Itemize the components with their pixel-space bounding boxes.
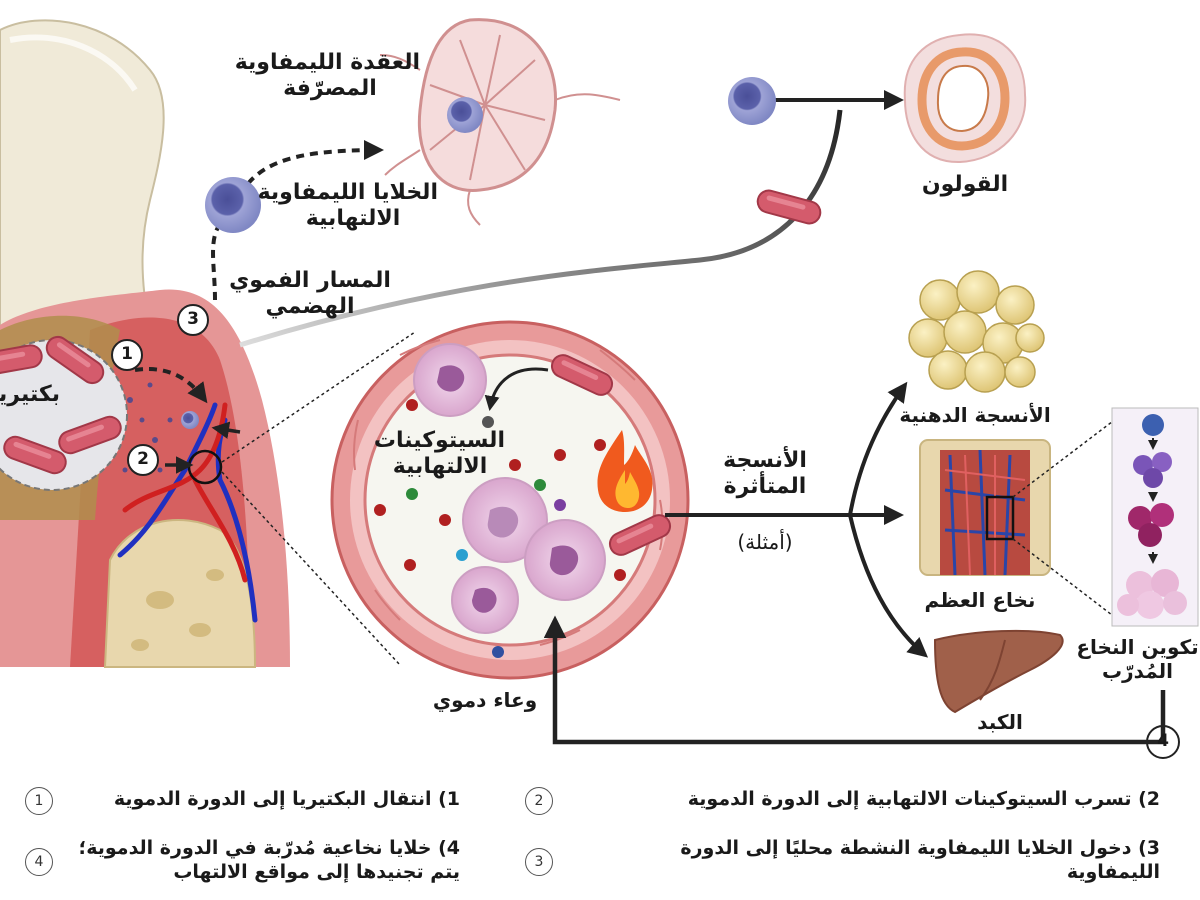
lymphocyte-icon (181, 411, 199, 429)
marker-3-number: 3 (187, 309, 199, 329)
marker-1 (111, 339, 143, 371)
lymph-node-icon (379, 18, 621, 226)
adipose-label: الأنسجة الدهنية (899, 403, 1051, 427)
marker-4-number: 4 (1157, 731, 1169, 751)
bacteria-inset (0, 331, 128, 491)
tooth-icon (0, 19, 165, 331)
legend-1-text: 1) انتقال البكتيريا إلى الدورة الدموية (113, 788, 460, 810)
neutrophil-icon (413, 343, 606, 634)
blood-vessel-label: وعاء دموي (432, 688, 538, 712)
legend-2-text: 2) تسرب السيتوكينات الالتهابية إلى الدور… (687, 788, 1160, 810)
bone-marrow-label: نخاع العظم (924, 588, 1036, 612)
myelopoiesis-icon (1111, 407, 1199, 627)
legend-1-number: 1 (25, 787, 53, 815)
route-arrows (134, 140, 384, 404)
colon-icon (903, 33, 1027, 164)
return-route (543, 615, 1166, 745)
bone-marrow-icon (919, 439, 1051, 576)
examples-label: (أمثلة) (737, 530, 793, 554)
lymphocyte-icon (205, 177, 261, 233)
legend-2-number: 2 (525, 787, 553, 815)
marker-3 (177, 304, 209, 336)
marker-2-number: 2 (137, 449, 149, 469)
adipose-tissue-icon (908, 270, 1045, 393)
liver-label: الكبد (977, 710, 1023, 734)
legend-4-text: 4) خلايا نخاعية مُدرّبة في الدورة الدموي… (78, 837, 460, 883)
lymphocyte-icon (728, 77, 776, 125)
marker-1-number: 1 (121, 344, 133, 364)
liver-icon (933, 629, 1064, 714)
marker-2 (127, 444, 159, 476)
bacteria-label: بكتيريا (0, 382, 60, 407)
oral-gut-route (239, 109, 843, 348)
cytokine-dots (374, 399, 626, 658)
legend-3-text: 3) دخول الخلايا الليمفاوية النشطة محليًا… (680, 837, 1160, 883)
colon-label: القولون (921, 172, 1009, 197)
legend-4-number: 4 (25, 848, 53, 876)
legend-3-number: 3 (525, 848, 553, 876)
flame-icon (597, 430, 653, 512)
